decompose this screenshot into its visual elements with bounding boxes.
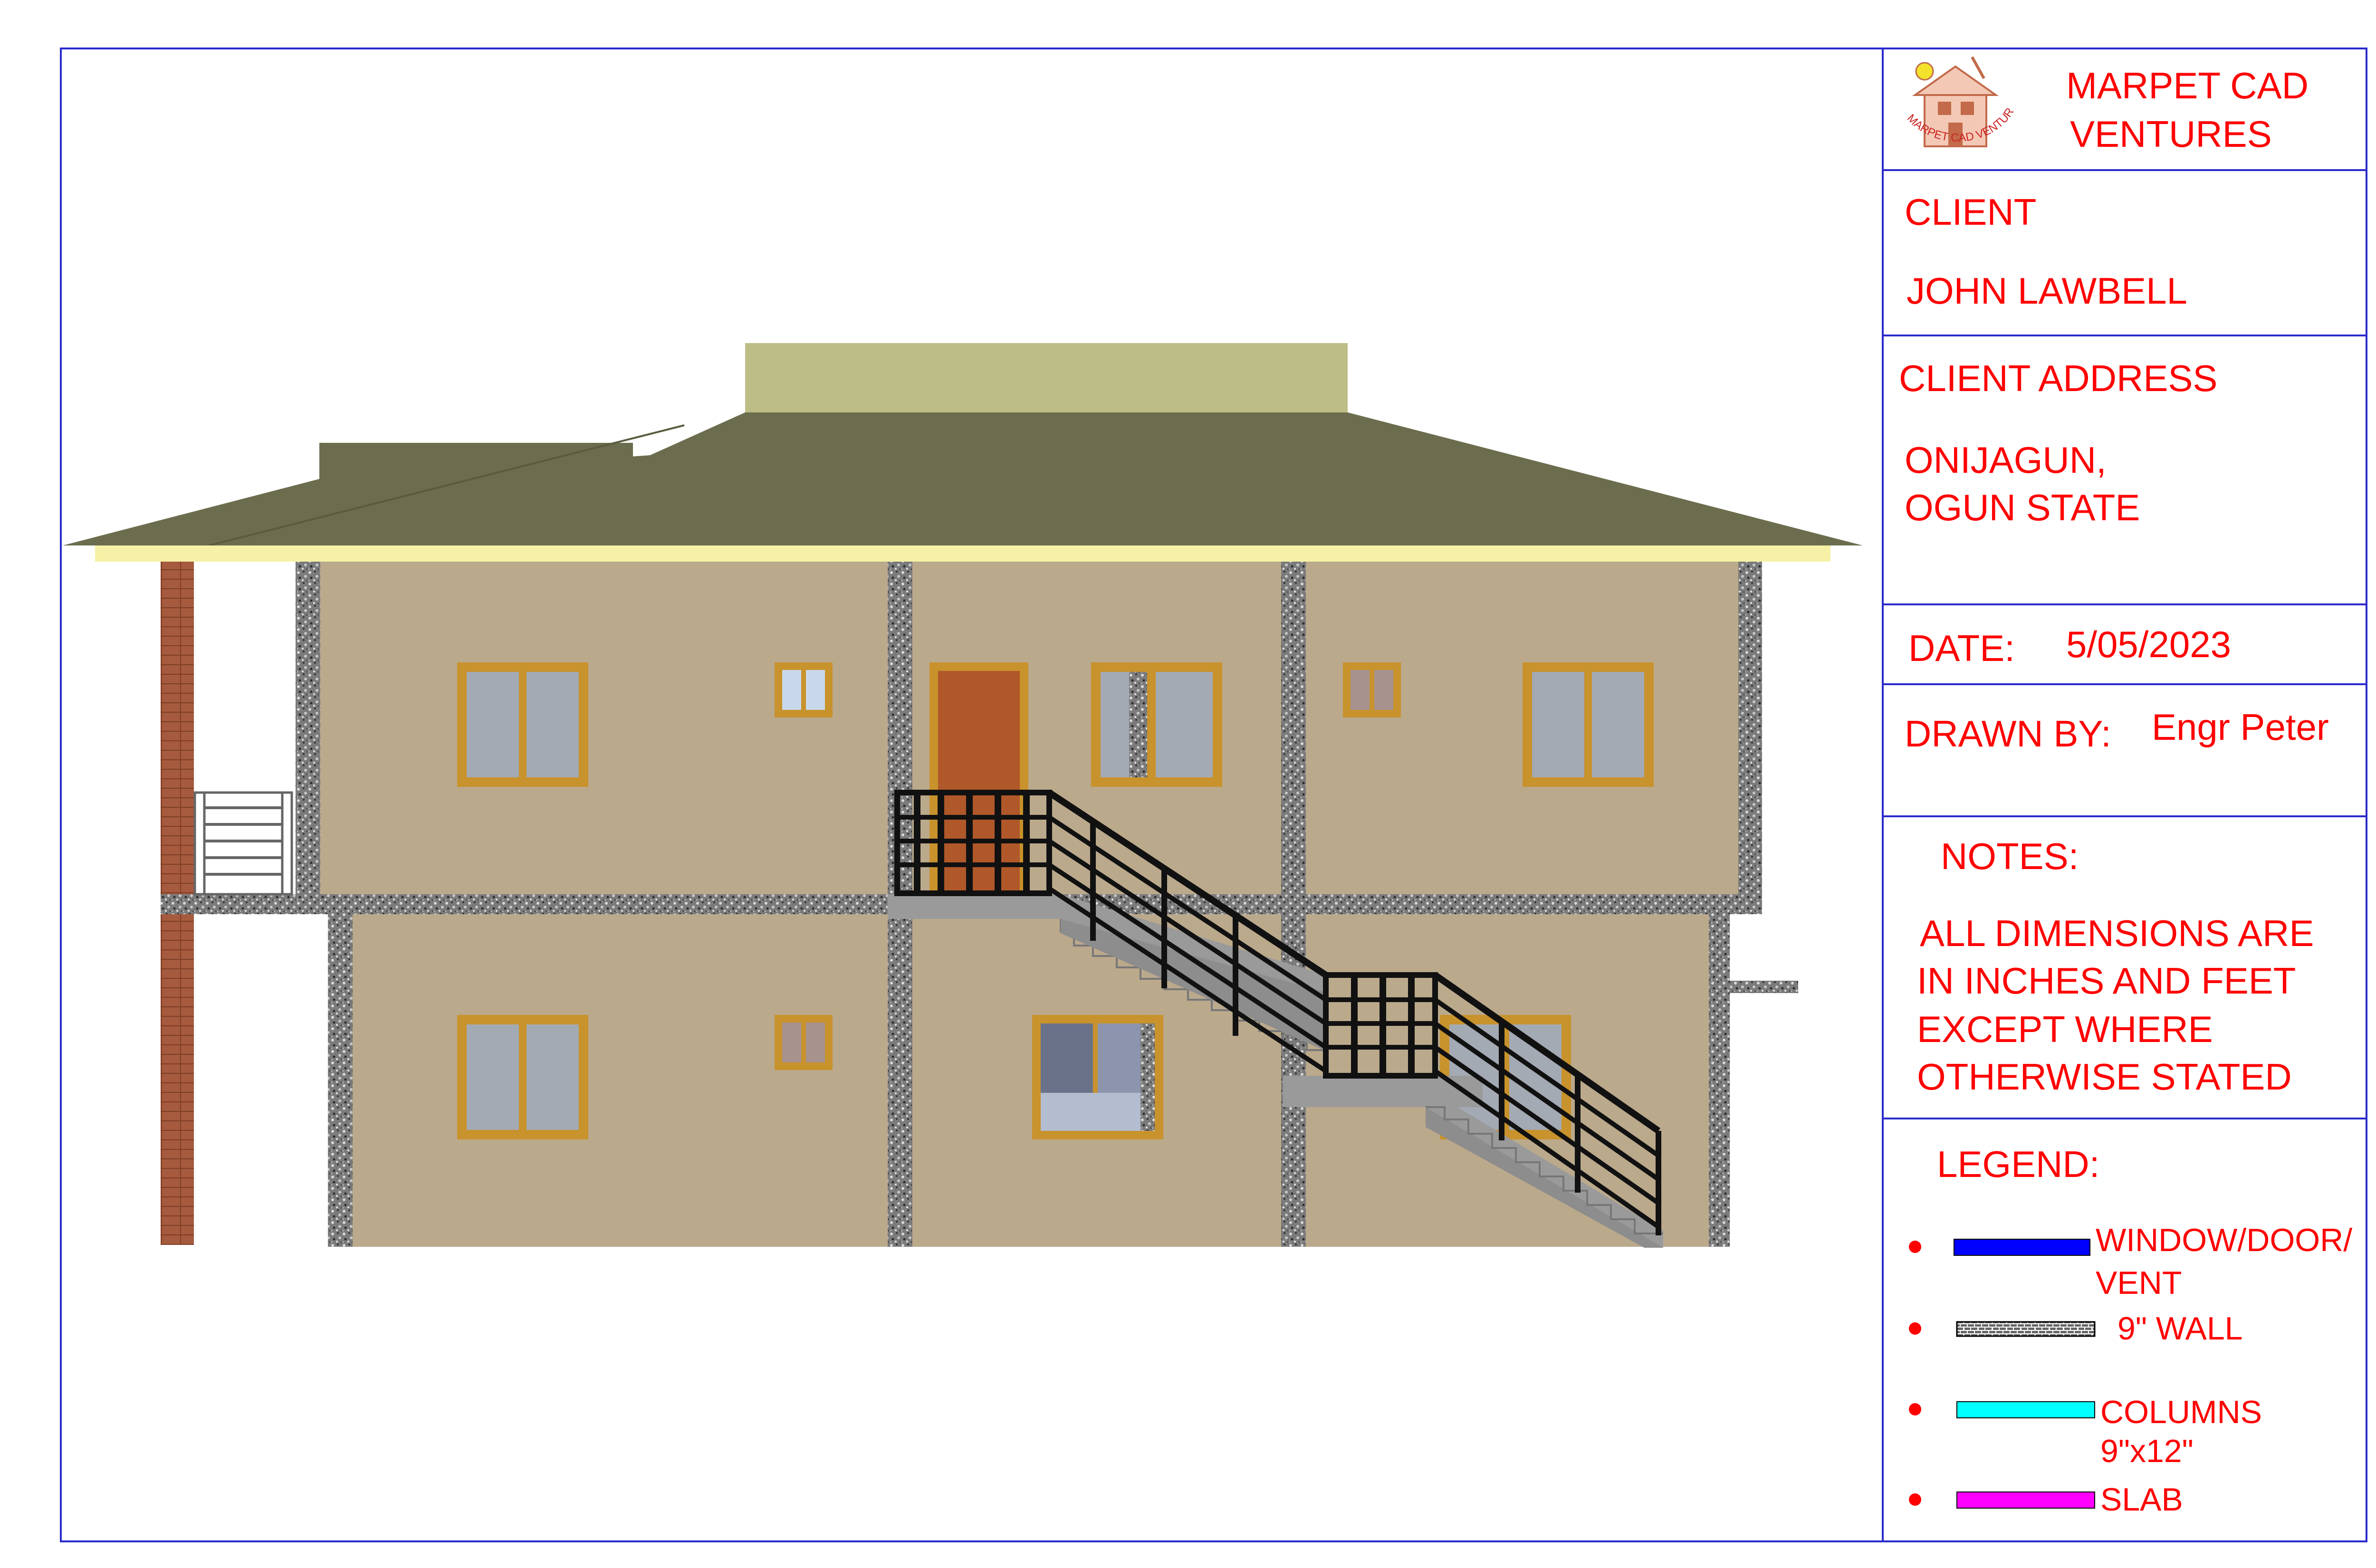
client-name: JOHN LAWBELL (1907, 270, 2187, 312)
legend-wall-label: 9" WALL (2117, 1310, 2243, 1347)
drawn-by-value: Engr Peter (2152, 706, 2329, 748)
lower-vent-1 (775, 1015, 833, 1070)
notes-line-3: EXCEPT WHERE (1917, 1008, 2213, 1050)
company-name-line-2: VENTURES (2070, 113, 2272, 155)
legend-window-label-line-2: VENT (2096, 1265, 2182, 1301)
title-block (1882, 48, 2366, 1541)
legend-columns-label-line-2: 9"x12" (2100, 1433, 2194, 1469)
upper-window-1 (457, 662, 588, 787)
client-address-label: CLIENT ADDRESS (1899, 357, 2218, 399)
lower-window-2 (1032, 1015, 1163, 1139)
date-value: 5/05/2023 (2066, 623, 2232, 665)
lower-column-2 (888, 914, 912, 1247)
legend-swatch-window (1954, 1239, 2090, 1256)
hip-roof (63, 412, 1863, 545)
legend-window-label-line-1: WINDOW/DOOR/ (2096, 1222, 2353, 1258)
lower-column-1 (328, 914, 353, 1247)
address-line-2: OGUN STATE (1905, 487, 2140, 528)
upper-window-2 (1091, 662, 1222, 787)
roof-parapet-block (745, 343, 1348, 414)
upper-door (929, 662, 1028, 895)
legend-swatch-columns (1956, 1401, 2095, 1418)
notes-line-4: OTHERWISE STATED (1917, 1056, 2292, 1098)
balcony-railing (193, 791, 293, 896)
legend-slab-label: SLAB (2100, 1482, 2183, 1518)
upper-vent-1 (775, 662, 833, 717)
date-label: DATE: (1908, 627, 2015, 669)
lower-column-4 (1709, 914, 1730, 1247)
notes-line-2: IN INCHES AND FEET (1917, 960, 2296, 1002)
lower-window-1 (457, 1015, 588, 1139)
upper-column-4 (1738, 562, 1762, 894)
upper-vent-2 (1343, 662, 1401, 717)
legend-swatch-wall (1956, 1321, 2096, 1337)
legend-swatch-slab (1956, 1492, 2095, 1509)
legend-columns-label-line-1: COLUMNS (2100, 1394, 2262, 1430)
notes-label: NOTES: (1941, 835, 2079, 877)
staircase (888, 790, 1663, 1248)
house-elevation (63, 343, 1863, 1248)
legend (1909, 1239, 2096, 1509)
legend-label: LEGEND: (1937, 1143, 2100, 1185)
upper-window-3 (1523, 662, 1654, 787)
company-name-line-1: MARPET CAD (2066, 65, 2309, 106)
upper-column-1 (296, 562, 320, 894)
upper-column-3 (1281, 562, 1306, 894)
notes-line-1: ALL DIMENSIONS ARE (1920, 912, 2314, 954)
client-label: CLIENT (1905, 191, 2037, 233)
drawn-by-label: DRAWN BY: (1905, 713, 2111, 755)
wall-ledge (1730, 981, 1798, 993)
drawing-border (60, 48, 2367, 1542)
roof-fascia (95, 545, 1830, 562)
address-line-1: ONIJAGUN, (1905, 439, 2107, 481)
